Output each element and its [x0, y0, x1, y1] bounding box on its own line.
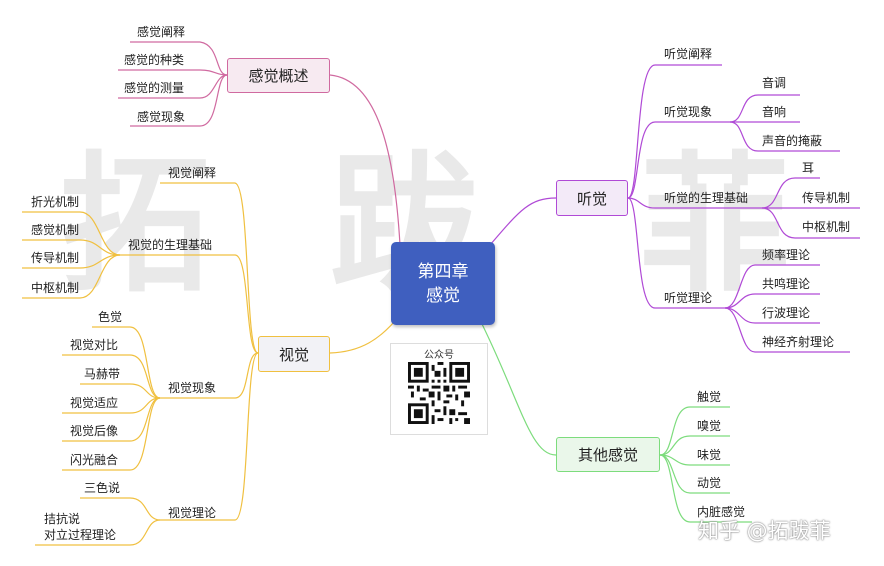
shijue-shengli-1[interactable]: 折光机制 — [31, 195, 80, 209]
tingjue-lilun-4[interactable]: 神经齐射理论 — [762, 335, 835, 349]
tingjue-chanshi[interactable]: 听觉阐释 — [664, 47, 713, 61]
branch-gangjue-gaishu[interactable]: 感觉概述 — [227, 58, 330, 93]
shijue-xianxiang-3[interactable]: 马赫带 — [84, 367, 121, 381]
center-title: 第四章 — [417, 261, 469, 282]
shijue-lilun-1[interactable]: 三色说 — [84, 481, 121, 495]
watermark-char-3: 菲 — [640, 137, 791, 313]
shijue-shengli-2[interactable]: 感觉机制 — [31, 223, 80, 237]
shijue-shengli-title[interactable]: 视觉的生理基础 — [128, 238, 213, 252]
shijue-xianxiang-5[interactable]: 视觉后像 — [70, 424, 119, 438]
qita-5[interactable]: 内脏感觉 — [697, 505, 746, 519]
shijue-xianxiang-1[interactable]: 色觉 — [98, 310, 123, 324]
shijue-lilun-title[interactable]: 视觉理论 — [168, 506, 217, 520]
tingjue-lilun-3[interactable]: 行波理论 — [762, 306, 811, 320]
qita-2[interactable]: 嗅觉 — [697, 419, 722, 433]
qita-3[interactable]: 味觉 — [697, 448, 722, 462]
shijue-xianxiang-4[interactable]: 视觉适应 — [70, 396, 119, 410]
shijue-lilun-2[interactable]: 拮抗说 — [44, 512, 81, 526]
leaf-gangjue-4[interactable]: 感觉现象 — [137, 110, 186, 124]
leaf-gangjue-1[interactable]: 感觉阐释 — [137, 25, 186, 39]
shijue-xianxiang-6[interactable]: 闪光融合 — [70, 453, 119, 467]
shijue-xianxiang-title[interactable]: 视觉现象 — [168, 381, 217, 395]
shijue-chanshi[interactable]: 视觉阐释 — [168, 166, 217, 180]
shijue-shengli-4[interactable]: 中枢机制 — [31, 281, 80, 295]
branch-qita-ganjue[interactable]: 其他感觉 — [556, 437, 660, 472]
center-node[interactable]: 第四章 感觉 — [391, 242, 495, 325]
tingjue-lilun-title[interactable]: 听觉理论 — [664, 291, 713, 305]
qita-1[interactable]: 触觉 — [697, 390, 722, 404]
tingjue-xianxiang-3[interactable]: 声音的掩蔽 — [762, 134, 823, 148]
tingjue-lilun-2[interactable]: 共鸣理论 — [762, 277, 811, 291]
branch-shijue[interactable]: 视觉 — [258, 336, 330, 372]
branch-tingjue[interactable]: 听觉 — [556, 180, 628, 216]
qita-4[interactable]: 动觉 — [697, 476, 722, 490]
tingjue-xianxiang-1[interactable]: 音调 — [762, 76, 787, 90]
tingjue-lilun-1[interactable]: 频率理论 — [762, 248, 811, 262]
leaf-gangjue-2[interactable]: 感觉的种类 — [124, 53, 185, 67]
tingjue-shengli-3[interactable]: 中枢机制 — [802, 220, 851, 234]
tingjue-shengli-title[interactable]: 听觉的生理基础 — [664, 191, 749, 205]
qr-code-icon — [408, 362, 470, 424]
qr-label: 公众号 — [424, 350, 454, 361]
leaf-gangjue-3[interactable]: 感觉的测量 — [124, 81, 185, 95]
tingjue-xianxiang-title[interactable]: 听觉现象 — [664, 105, 713, 119]
watermark-char-1: 拓 — [60, 137, 211, 313]
tingjue-xianxiang-2[interactable]: 音响 — [762, 105, 787, 119]
shijue-shengli-3[interactable]: 传导机制 — [31, 251, 80, 265]
shijue-xianxiang-2[interactable]: 视觉对比 — [70, 338, 119, 352]
center-subtitle: 感觉 — [426, 285, 460, 306]
shijue-lilun-3[interactable]: 对立过程理论 — [44, 528, 117, 542]
qr-code-panel: 公众号 — [390, 343, 488, 435]
tingjue-shengli-1[interactable]: 耳 — [802, 161, 815, 175]
credit-watermark: 知乎 @拓跋菲 — [698, 519, 831, 543]
tingjue-shengli-2[interactable]: 传导机制 — [802, 191, 851, 205]
